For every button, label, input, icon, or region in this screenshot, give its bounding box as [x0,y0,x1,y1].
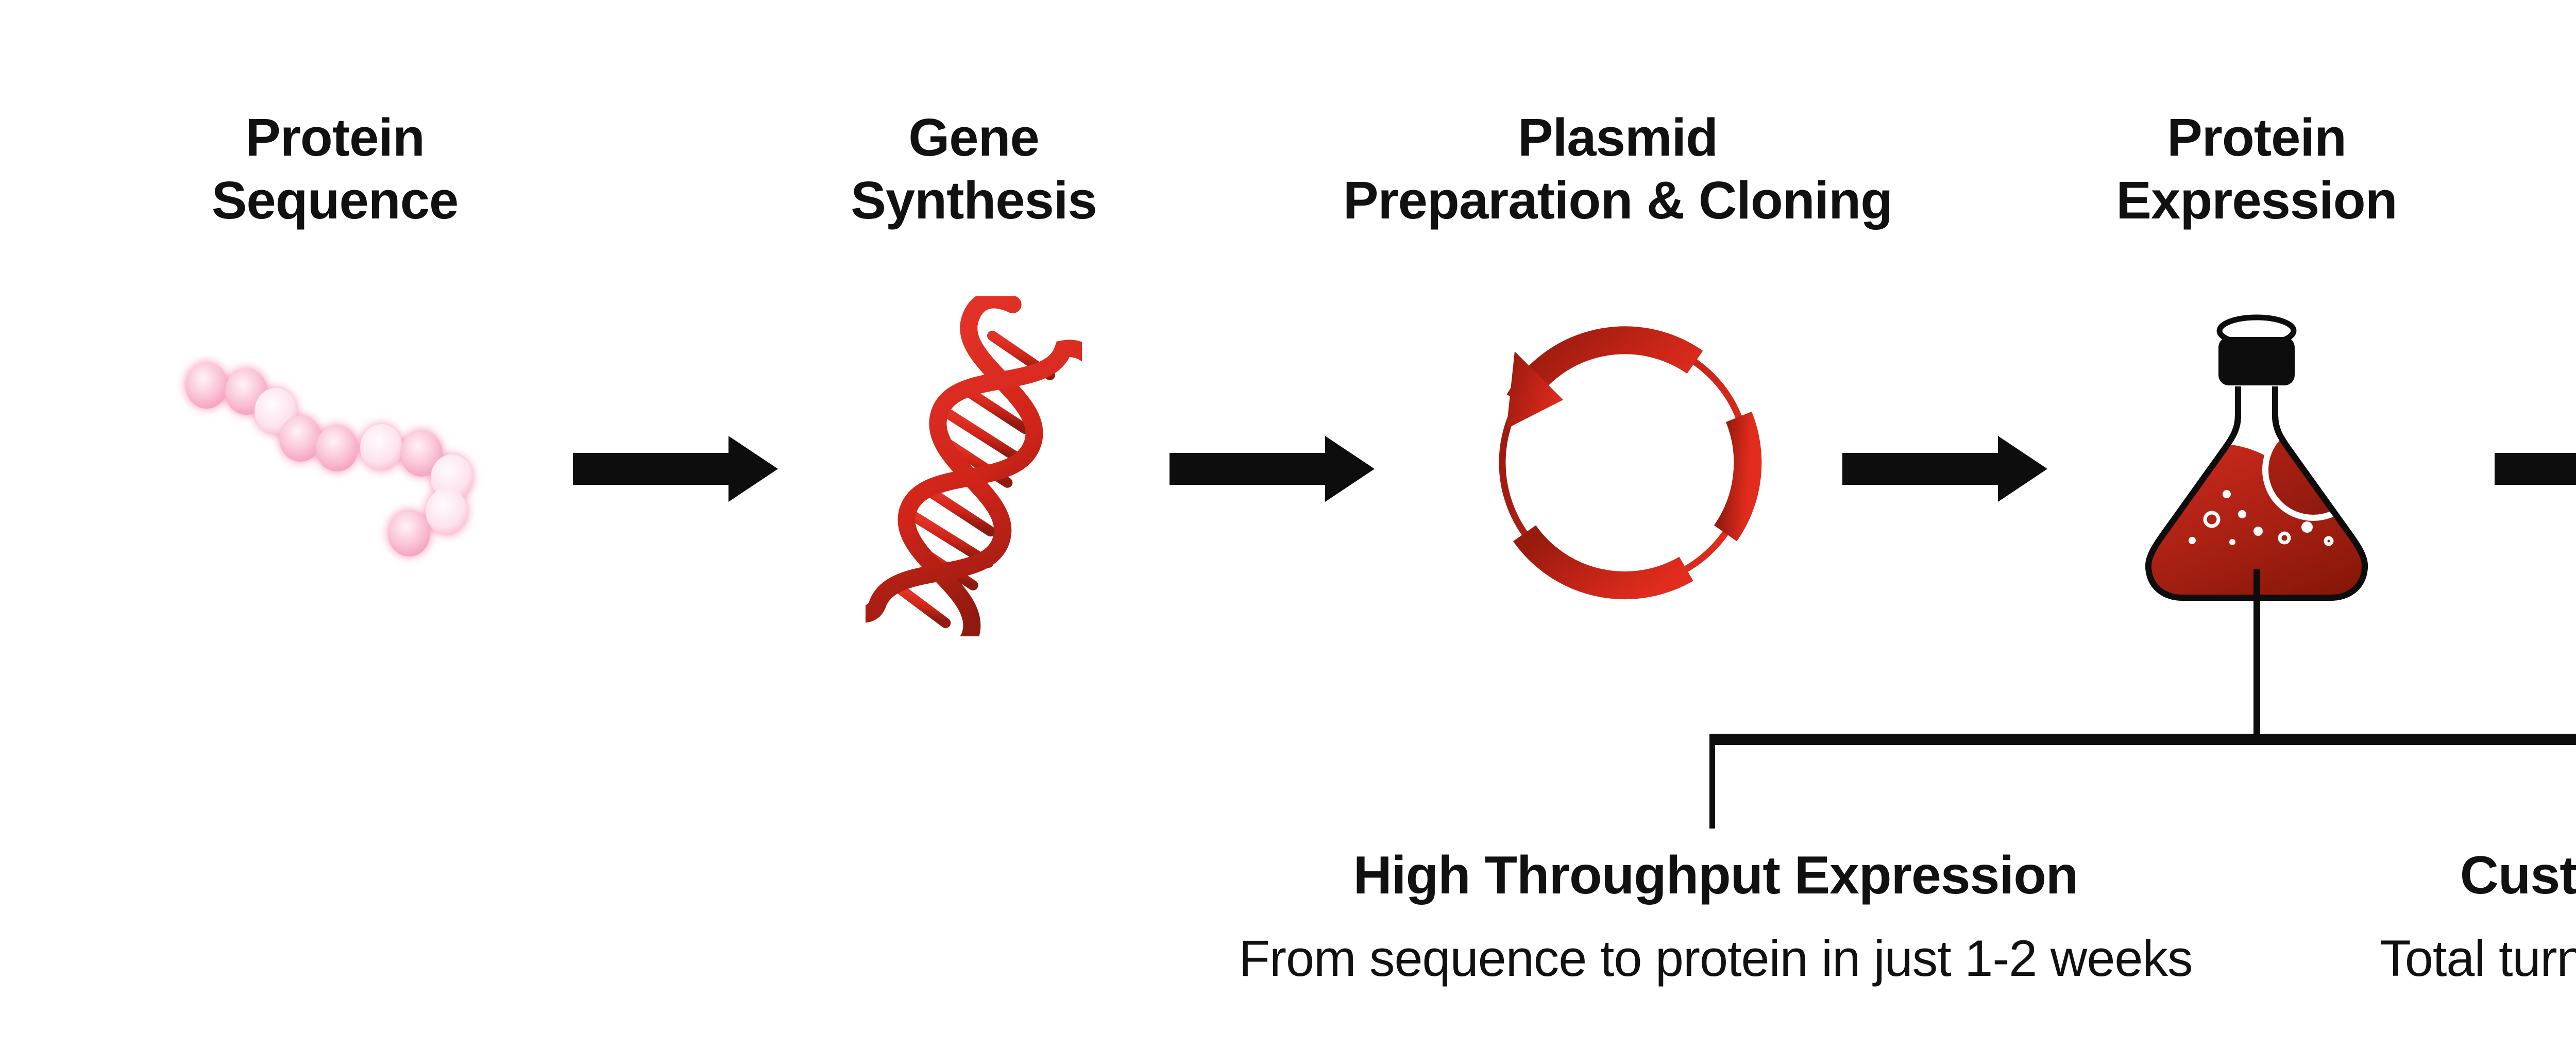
annotation-subtitle: Total turnaround time starts at 2 weeks [2380,930,2576,987]
step-label-line: Synthesis [851,171,1097,230]
flow-arrow-icon [2495,453,2576,485]
step-label-gene-synthesis: Gene Synthesis [851,106,1097,232]
step-label-line: Gene [908,108,1040,167]
step-label-line: Protein [2167,108,2347,167]
step-label-line: Sequence [211,171,459,230]
step-label-line: Protein [245,108,425,167]
plasmid-circle-icon [1499,326,1762,600]
bracket-horizontal-line [1709,734,2576,745]
protein-sequence-beads-icon [185,362,473,556]
annotation-custom-scale: Custom Scale/Fermentation Total turnarou… [2380,845,2576,988]
step-label-line: Plasmid [1517,108,1718,167]
step-label-protein-expression: Protein Expression [2116,106,2397,232]
step-label-plasmid-preparation: Plasmid Preparation & Cloning [1343,106,1893,232]
annotation-high-throughput: High Throughput Expression From sequence… [1239,845,2193,988]
step-label-protein-sequence: Protein Sequence [212,106,459,232]
culture-flask-icon [2145,314,2368,601]
bracket-stem-line [2253,569,2260,737]
step-label-line: Preparation & Cloning [1343,171,1893,230]
flow-arrow-icon [1842,436,2047,502]
flow-arrow-icon [1170,436,1375,502]
flow-arrow-icon [573,436,778,502]
annotation-title: Custom Scale/Fermentation [2460,846,2576,905]
annotation-subtitle: From sequence to protein in just 1-2 wee… [1239,930,2193,987]
dna-helix-icon [866,296,1082,636]
step-label-line: Expression [2116,171,2397,230]
annotation-title: High Throughput Expression [1353,846,2079,905]
bracket-left-drop-line [1709,745,1715,829]
